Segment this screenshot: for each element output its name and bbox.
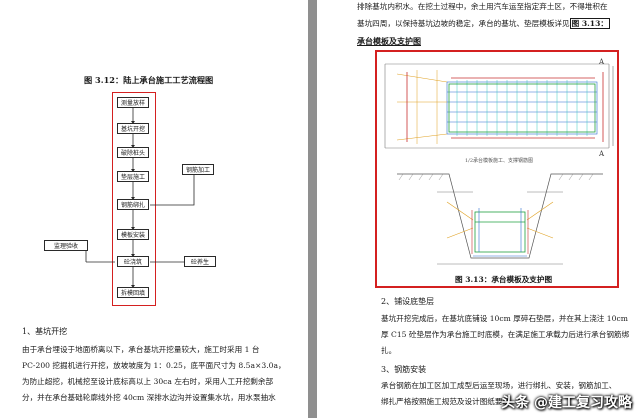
paragraph-line: 绑扎严格按照施工规范及设计图纸要求	[381, 397, 511, 406]
paragraph-line: 由于承台埋设于地面桥离以下，承台基坑开挖量较大，施工时采用 1 台	[22, 345, 260, 354]
section-heading-excavation: 1、基坑开挖	[22, 327, 68, 336]
paragraph-line: PC-200 挖掘机进行开挖，放坡坡度为 1：0.25，底平面尺寸为 8.5a×…	[22, 361, 286, 370]
paragraph-line: 基坑四周，以保持基坑边坡的稳定，承台的基坑、垫层模板详见图 3.13：	[357, 18, 610, 29]
section-heading-rebar: 3、钢筋安装	[381, 365, 427, 374]
figure-ref-3-13: 图 3.13：	[569, 18, 610, 29]
figure-title-3-12: 图 3.12：陆上承台施工工艺流程图	[84, 75, 214, 85]
flowchart: 测量放样 基坑开挖 破除桩头 垫层施工 钢筋绑扎 模板安装 砼浇筑 拆模回填 钢…	[0, 0, 308, 320]
flow-step-backfill: 拆模回填	[117, 287, 149, 298]
formwork-diagram-frame: A A 1/2承台模板施工、支撑钢筋图	[375, 50, 619, 288]
paragraph-line: 排除基坑内积水。在挖土过程中，余土用汽车运至指定弃土区，不得堆积在	[357, 2, 608, 11]
paragraph-line: 厚 C15 砼垫层作为承台施工时底模，在满足施工承载力后进行承台钢筋绑	[381, 330, 630, 339]
watermark: 头条 @建工复习攻略	[501, 395, 632, 411]
flow-step-concrete: 砼浇筑	[117, 256, 149, 267]
right-page: 排除基坑内积水。在挖土过程中，余土用汽车运至指定弃土区，不得堆积在 基坑四周，以…	[317, 0, 640, 418]
flow-step-excavation: 基坑开挖	[117, 123, 149, 134]
flow-step-cushion: 垫层施工	[117, 171, 149, 182]
paragraph-line: 扎。	[381, 346, 397, 355]
formwork-diagram: A A 1/2承台模板施工、支撑钢筋图	[384, 58, 614, 265]
left-page: 图 3.12：陆上承台施工工艺流程图	[0, 0, 308, 418]
flowchart-highlight	[112, 92, 156, 306]
paragraph-line: 基坑开挖完成后，在基坑底铺设 10cm 厚碎石垫层，并在其上浇注 10cm	[381, 314, 628, 323]
figure-caption-3-13: 图 3.13：承台模板及支护图	[455, 275, 553, 284]
paragraph-line: 承台钢筋在加工区加工成型后运至现场，进行绑扎、安装，钢筋加工、	[381, 381, 617, 390]
paragraph-line: 分，并在承台基础轮廓线外挖 40cm 深排水边沟并设置集水坑，用水泵抽水	[22, 393, 276, 402]
flow-step-pile-head: 破除桩头	[117, 147, 149, 158]
plan-note: 1/2承台模板施工、支撑钢筋图	[465, 157, 533, 164]
flow-step-formwork: 模板安装	[117, 229, 149, 240]
paragraph-line: 为防止超挖，机械挖至设计底标高以上 30ca 左右时，采用人工开挖剩余部	[22, 377, 274, 386]
flow-step-survey: 测量放样	[117, 97, 149, 108]
heading-formwork: 承台模板及支护图	[357, 36, 421, 46]
section-heading-cushion: 2、铺设底垫层	[381, 297, 435, 306]
paragraph-line-text: 基坑四周，以保持基坑边坡的稳定，承台的基坑、垫层模板详见	[357, 19, 570, 28]
flow-side-supervision: 监理验收	[44, 240, 88, 251]
flowchart-connectors	[85, 108, 195, 288]
section-mark-a-top: A	[598, 58, 605, 66]
flow-side-curing: 砼养生	[184, 256, 216, 267]
flow-side-rebar-processing: 钢筋加工	[182, 164, 214, 175]
flow-step-rebar-tie: 钢筋绑扎	[117, 199, 149, 210]
section-mark-a-bottom: A	[598, 150, 605, 158]
